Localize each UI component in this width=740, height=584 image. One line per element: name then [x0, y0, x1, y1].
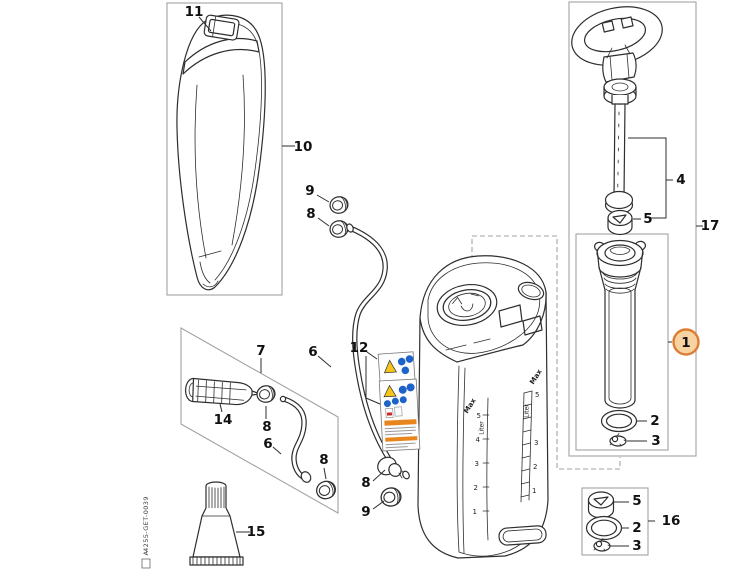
piston-seal-5-top: [607, 209, 633, 236]
callout-4: 4: [676, 172, 685, 188]
scale-mark: 2: [474, 484, 478, 492]
leader-8-tank: [372, 469, 386, 482]
union-nut-8-wand: [254, 383, 278, 405]
mandatory-pictogram-icon: [401, 366, 410, 375]
leader-14: [219, 403, 223, 413]
tank-handle-recess: [498, 525, 547, 546]
document-code: 4255-GET-0039 A: [141, 496, 151, 569]
scale-mark: 2: [533, 463, 537, 471]
wand-group-box: [180, 327, 339, 514]
tank-neck-opening: [436, 284, 498, 326]
piston-seal-5-kit: [587, 491, 615, 519]
tank: Max Liter 5 4 3 2 1 Max Liter 5 3 2 1: [417, 255, 549, 559]
mandatory-pictogram-icon: [405, 355, 414, 363]
callout-14: 14: [214, 412, 233, 428]
grease-tube: [189, 481, 244, 566]
selected-part-callout[interactable]: 1: [672, 328, 700, 356]
warning-triangle-icon: [383, 384, 397, 398]
callout-10: 10: [294, 139, 313, 155]
leader-8-hose-end: [323, 467, 327, 480]
service-kit-parts: [585, 491, 623, 552]
callout-8-wand: 8: [262, 419, 271, 435]
callout-3: 3: [651, 433, 660, 449]
scale-mark: 4: [476, 436, 481, 444]
callout-8-top: 8: [306, 206, 315, 222]
scale-mark: 5: [477, 412, 481, 420]
warning-label-large: [378, 378, 421, 452]
seal-triangle-mark: [612, 214, 627, 224]
doc-code-text: 4255-GET-0039: [142, 496, 150, 552]
o-ring-2-kit: [585, 515, 623, 541]
callout-6-short: 6: [263, 436, 272, 452]
bracket-4: [628, 137, 673, 219]
leader-9-top: [316, 194, 330, 203]
pump-assembly-group-box: [568, 1, 697, 457]
carrying-bag: [176, 14, 266, 291]
callout-11: 11: [185, 4, 204, 20]
callout-16: 16: [662, 513, 681, 529]
leader-9-tank: [372, 500, 385, 510]
label-orange-bar: [384, 419, 417, 426]
leader-8-top: [317, 217, 330, 227]
mandatory-pictogram-icon: [399, 396, 407, 404]
pictogram-box: [394, 406, 403, 417]
hose-6-short: [279, 395, 312, 483]
leader-12: [365, 351, 381, 405]
leader-6-upper: [317, 355, 332, 368]
callout-8-tank: 8: [361, 475, 370, 491]
mandatory-pictogram-icon: [406, 383, 415, 392]
bag-group-box: [166, 2, 283, 296]
leader-11: [198, 16, 212, 32]
leader-6-short: [272, 446, 282, 455]
callout-2: 2: [650, 413, 659, 429]
red-pictogram: [386, 412, 393, 416]
valve-3: [609, 433, 627, 447]
tank-position-dashed-box: [471, 235, 621, 470]
callout-7: 7: [256, 343, 265, 359]
cap-nut-9-top: [327, 194, 351, 216]
valve-3-kit: [593, 538, 611, 552]
pump-handle-assembly: [571, 6, 663, 236]
seal-triangle-mark: [593, 496, 609, 506]
union-nut-8-hose-end: [313, 478, 339, 502]
callout-8-hose-end: 8: [319, 452, 328, 468]
doc-revision-text: A: [142, 550, 150, 555]
callout-15: 15: [247, 524, 266, 540]
callout-5-top: 5: [643, 211, 652, 227]
mandatory-pictogram-icon: [398, 385, 407, 394]
cap-nut-9-tank: [379, 485, 403, 509]
callout-3-kit: 3: [632, 538, 641, 554]
scale-mark: 3: [475, 460, 479, 468]
callout-12: 12: [350, 340, 369, 356]
tank-unit-right: Liter: [524, 404, 531, 418]
tank-unit-left: Liter: [479, 421, 486, 435]
scale-mark: 3: [534, 439, 538, 447]
doc-revision-box: [141, 558, 151, 569]
hose-fitting-8-tank: [377, 456, 410, 480]
mandatory-pictogram-icon: [397, 357, 406, 366]
strap-buckle: [203, 14, 240, 41]
mandatory-pictogram-icon: [383, 400, 391, 408]
callout-circle[interactable]: [672, 328, 700, 356]
callout-1[interactable]: 1: [681, 335, 690, 351]
warning-triangle-icon: [383, 359, 398, 374]
callout-2-kit: 2: [632, 520, 641, 536]
scale-mark: 5: [535, 391, 539, 399]
callout-9-top: 9: [305, 183, 314, 199]
callout-17: 17: [701, 218, 720, 234]
spray-wand-grip: [184, 377, 261, 406]
mandatory-pictogram-icon: [391, 397, 399, 405]
hose-6: [346, 223, 392, 461]
callout-9-tank: 9: [361, 504, 370, 520]
pump-cylinder: [593, 239, 647, 447]
callout-5-kit: 5: [632, 493, 641, 509]
scale-mark: 1: [473, 508, 477, 516]
label-orange-bar: [385, 436, 418, 442]
warning-label-small: [377, 351, 416, 383]
callout-6-upper: 6: [308, 344, 317, 360]
scale-mark: 1: [532, 487, 536, 495]
o-ring-2: [600, 409, 638, 433]
